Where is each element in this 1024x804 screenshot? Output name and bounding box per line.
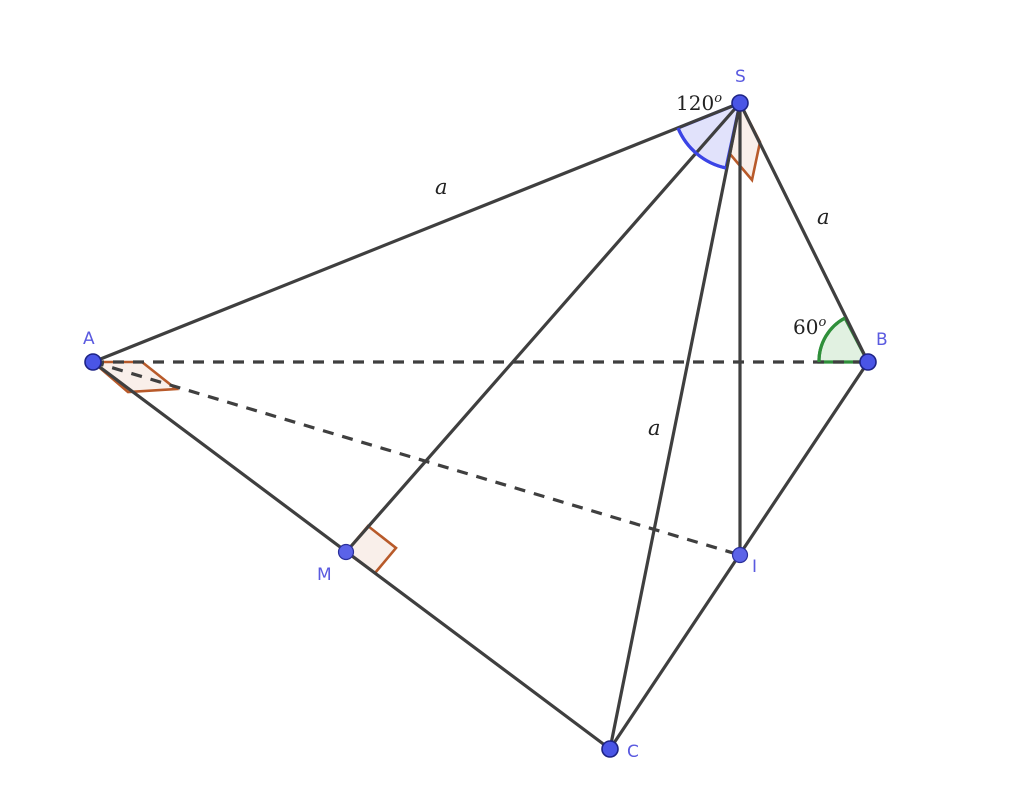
label-c: C [627,742,639,762]
point-a[interactable] [84,353,102,371]
length-label-sb: a [817,205,830,229]
edge-sc [608,101,742,751]
point-b[interactable] [859,353,877,371]
angle-label-120: 120o [676,91,722,115]
edge-ai-dashed [92,360,741,557]
label-m: M [317,565,332,585]
point-s[interactable] [731,94,749,112]
angle-arc-60 [817,315,871,364]
label-b: B [876,330,888,350]
point-i[interactable] [731,546,749,564]
angle-arc-120-stroke [676,127,727,170]
edge-sm [344,101,742,554]
length-label-sa: a [435,175,448,199]
point-m[interactable] [337,543,355,561]
label-s: S [735,67,746,87]
edge-sb [738,101,870,364]
label-i: I [752,557,757,577]
right-angle-mark-a [89,360,180,394]
angle-arc-60-stroke [817,316,846,363]
edge-sa [91,101,742,364]
angle-value-60: 60 [793,315,818,339]
label-a: A [83,329,95,349]
point-c[interactable] [601,740,619,758]
angle-label-60: 60o [793,315,826,339]
angle-value-120: 120 [676,91,714,115]
length-label-sc: a [648,416,661,440]
angle-unit-120: o [714,91,722,106]
angle-unit-60: o [818,315,826,330]
